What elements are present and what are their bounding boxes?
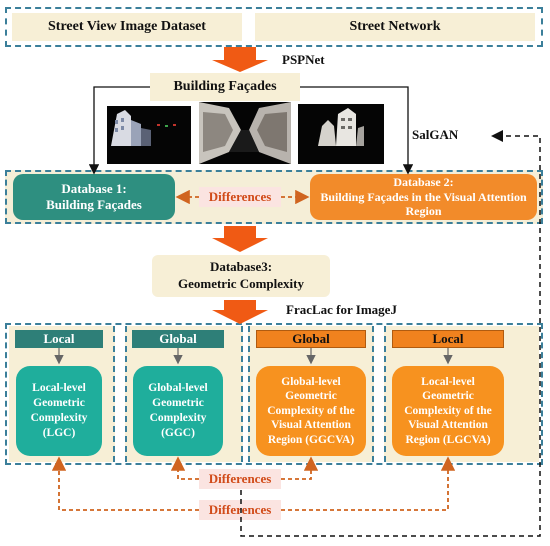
differences-badge-outer: Differences [199, 500, 281, 520]
fraclac-label: FracLac for ImageJ [286, 302, 397, 317]
big-arrow-3 [212, 300, 268, 324]
database-2-box: Database 2: Building Façades in the Visu… [310, 174, 537, 220]
lgcva-box: Local-level Geometric Complexity of the … [392, 366, 504, 456]
facade-image-1-graphic [107, 106, 191, 164]
ggc-box: Global-level Geometric Complexity (GGC) [133, 366, 223, 456]
input-data-frame [5, 7, 543, 47]
database-3-box: Database3: Geometric Complexity [152, 255, 330, 297]
complexity-panels-frame [5, 323, 543, 465]
facade-image-2-graphic [199, 102, 291, 164]
salgan-label: SalGAN [412, 127, 459, 142]
facades-to-db2-line [300, 86, 414, 175]
segmented-facade-image-1 [107, 106, 191, 164]
inner-diff-left [170, 456, 199, 480]
street-network-label: Street Network [255, 13, 535, 41]
inner-diff-right [281, 456, 319, 480]
database-1-box: Database 1: Building Façades [13, 174, 175, 220]
big-arrow-1 [212, 47, 268, 72]
outer-diff-right [281, 456, 456, 511]
street-view-dataset-label: Street View Image Dataset [12, 13, 242, 41]
pspnet-label: PSPNet [282, 52, 325, 67]
segmented-facade-image-2 [199, 102, 291, 164]
differences-badge-inner: Differences [199, 469, 281, 489]
salgan-dashed-loop [240, 130, 541, 537]
lgc-box: Local-level Geometric Complexity (LGC) [16, 366, 102, 456]
building-facades-box: Building Façades [150, 73, 300, 101]
facade-image-3-graphic [298, 104, 384, 164]
panel-4-header: Local [392, 330, 504, 348]
panel-2-header: Global [132, 330, 224, 348]
segmented-facade-image-3 [298, 104, 384, 164]
ggcva-box: Global-level Geometric Complexity of the… [256, 366, 366, 456]
panel-1-header: Local [15, 330, 103, 348]
outer-diff-left [51, 456, 199, 511]
facades-to-db1-line [88, 86, 150, 175]
differences-badge-top: Differences [199, 187, 281, 207]
big-arrow-2 [212, 226, 268, 252]
panel-3-header: Global [256, 330, 366, 348]
